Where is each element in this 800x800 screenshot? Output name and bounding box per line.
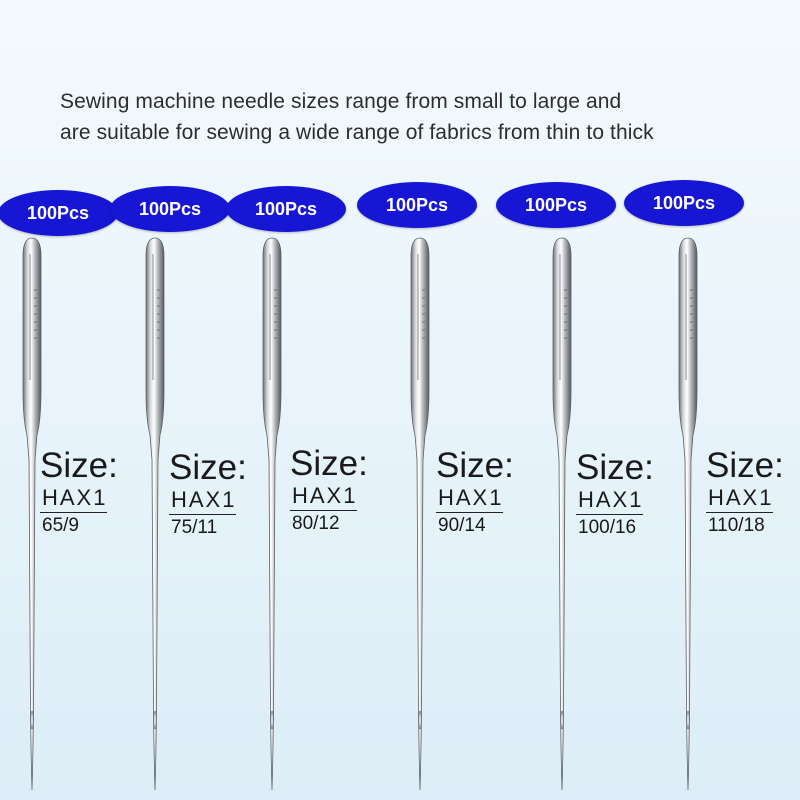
quantity-badge: 100Pcs (496, 182, 616, 228)
model-label: HAX1 (40, 486, 108, 513)
needle-100-16: 100Pcs Size: HAX1 100/16 (496, 0, 654, 800)
quantity-badge: 100Pcs (624, 180, 744, 226)
quantity-badge: 100Pcs (357, 182, 477, 228)
size-value: 75/11 (171, 517, 218, 538)
quantity-badge: 100Pcs (110, 186, 230, 232)
headline-line-1: Sewing machine needle sizes range from s… (60, 90, 622, 113)
size-value: 90/14 (438, 515, 486, 536)
size-label: Size: (576, 448, 654, 487)
needle-image (252, 230, 292, 790)
size-block: Size: HAX1 100/16 (576, 450, 696, 541)
size-value: 80/12 (292, 513, 340, 534)
model-label: HAX1 (290, 484, 358, 511)
size-value: 100/16 (578, 517, 637, 538)
size-block: Size: HAX1 75/11 (169, 450, 289, 541)
model-label: HAX1 (169, 488, 237, 515)
model-label: HAX1 (706, 486, 774, 513)
needle-90-14: 100Pcs Size: HAX1 90/14 (357, 0, 514, 800)
needle-image (668, 230, 708, 790)
headline: Sewing machine needle sizes range from s… (60, 86, 780, 148)
model-label: HAX1 (576, 488, 644, 515)
size-label: Size: (290, 444, 368, 483)
size-block: Size: HAX1 65/9 (40, 448, 160, 539)
size-label: Size: (436, 446, 514, 485)
model-label: HAX1 (436, 486, 504, 513)
needle-80-12: 100Pcs Size: HAX1 80/12 (226, 0, 368, 800)
size-label: Size: (169, 448, 247, 487)
size-label: Size: (706, 446, 784, 485)
size-value: 65/9 (42, 515, 79, 536)
needle-65-9: 100Pcs Size: HAX1 65/9 (0, 0, 118, 800)
headline-line-2: are suitable for sewing a wide range of … (60, 121, 654, 144)
needle-110-18: 100Pcs Size: HAX1 110/18 (624, 0, 784, 800)
quantity-badge: 100Pcs (0, 190, 118, 236)
size-label: Size: (40, 446, 118, 485)
size-value: 110/18 (708, 515, 765, 536)
size-block: Size: HAX1 110/18 (706, 448, 800, 539)
needle-75-11: 100Pcs Size: HAX1 75/11 (110, 0, 247, 800)
needle-image (400, 230, 440, 790)
quantity-badge: 100Pcs (226, 186, 346, 232)
size-block: Size: HAX1 90/14 (436, 448, 556, 539)
size-block: Size: HAX1 80/12 (290, 446, 410, 537)
